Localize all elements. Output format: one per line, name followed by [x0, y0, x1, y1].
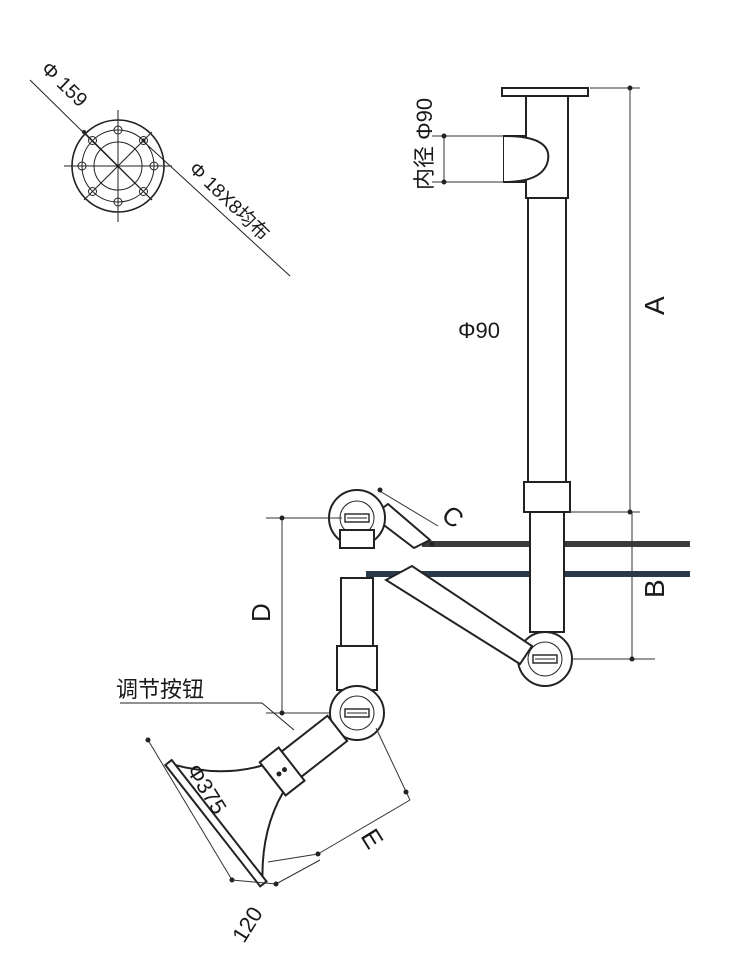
mid-joint-inner: [339, 695, 375, 731]
adjust-knob-label: 调节按钮: [116, 677, 204, 702]
bolt-hole: [88, 187, 97, 196]
bolt-hole: [139, 136, 148, 145]
lower-pipe: [529, 511, 565, 633]
folded-joint-base: [339, 529, 375, 549]
bolt-hole: [149, 161, 159, 171]
diagonal-arm: [370, 502, 534, 666]
dimension-d-label: D: [246, 603, 276, 622]
holes-label: Φ 18X8均布: [185, 158, 274, 245]
diagonal-arm-pipe: [384, 564, 534, 666]
adjust-knob-callout: 调节按钮: [116, 677, 295, 731]
flange-detail: Φ 159 Φ 18X8均布: [29, 58, 291, 277]
dimension-b-label: B: [639, 579, 670, 598]
flange-dia-label: Φ 159: [37, 58, 92, 112]
dimension-d: D: [246, 515, 342, 716]
hood-assembly: [163, 714, 349, 888]
hood-rim: [163, 758, 268, 888]
dimension-a: A: [568, 85, 670, 515]
bolt-hole: [139, 187, 148, 196]
flange-dia-leader: [29, 79, 153, 201]
pipe-coupling: [523, 481, 571, 513]
dimension-c-label: C: [436, 499, 469, 534]
vertical-column: [501, 87, 589, 687]
folded-joint: [328, 489, 386, 549]
bolt-hole: [88, 136, 97, 145]
hood-depth-dimension: 120: [227, 859, 321, 947]
bolt-hole: [113, 125, 123, 135]
inner-dia-dimension: 内径 Φ90: [412, 98, 504, 190]
main-pipe: [527, 197, 567, 483]
bottom-joint-inner: [527, 641, 563, 677]
dimension-a-label: A: [639, 296, 670, 315]
lower-arm-coupling: [336, 645, 378, 691]
lower-arm: [329, 577, 385, 741]
holes-leader: [142, 140, 291, 277]
pipe-dia-label: Φ90: [458, 318, 500, 343]
inner-dia-label: 内径 Φ90: [412, 98, 437, 190]
lower-arm-pipe: [340, 577, 374, 649]
ceiling-bar-lower: [366, 571, 690, 577]
dimension-e-label: E: [355, 823, 390, 854]
neck-rivet: [276, 771, 282, 777]
dimension-b: B: [572, 512, 670, 662]
flange-bolt-holes: [77, 125, 159, 207]
leader-dot: [82, 130, 86, 134]
hood-dia-dimension: Φ375: [145, 737, 235, 883]
neck-rivet: [282, 767, 288, 773]
bolt-hole: [113, 197, 123, 207]
mount-plate: [501, 87, 589, 97]
bolt-hole: [77, 161, 87, 171]
hood-depth-label: 120: [227, 902, 268, 946]
leader-dot: [141, 138, 146, 143]
side-outlet-dome: [503, 135, 550, 183]
